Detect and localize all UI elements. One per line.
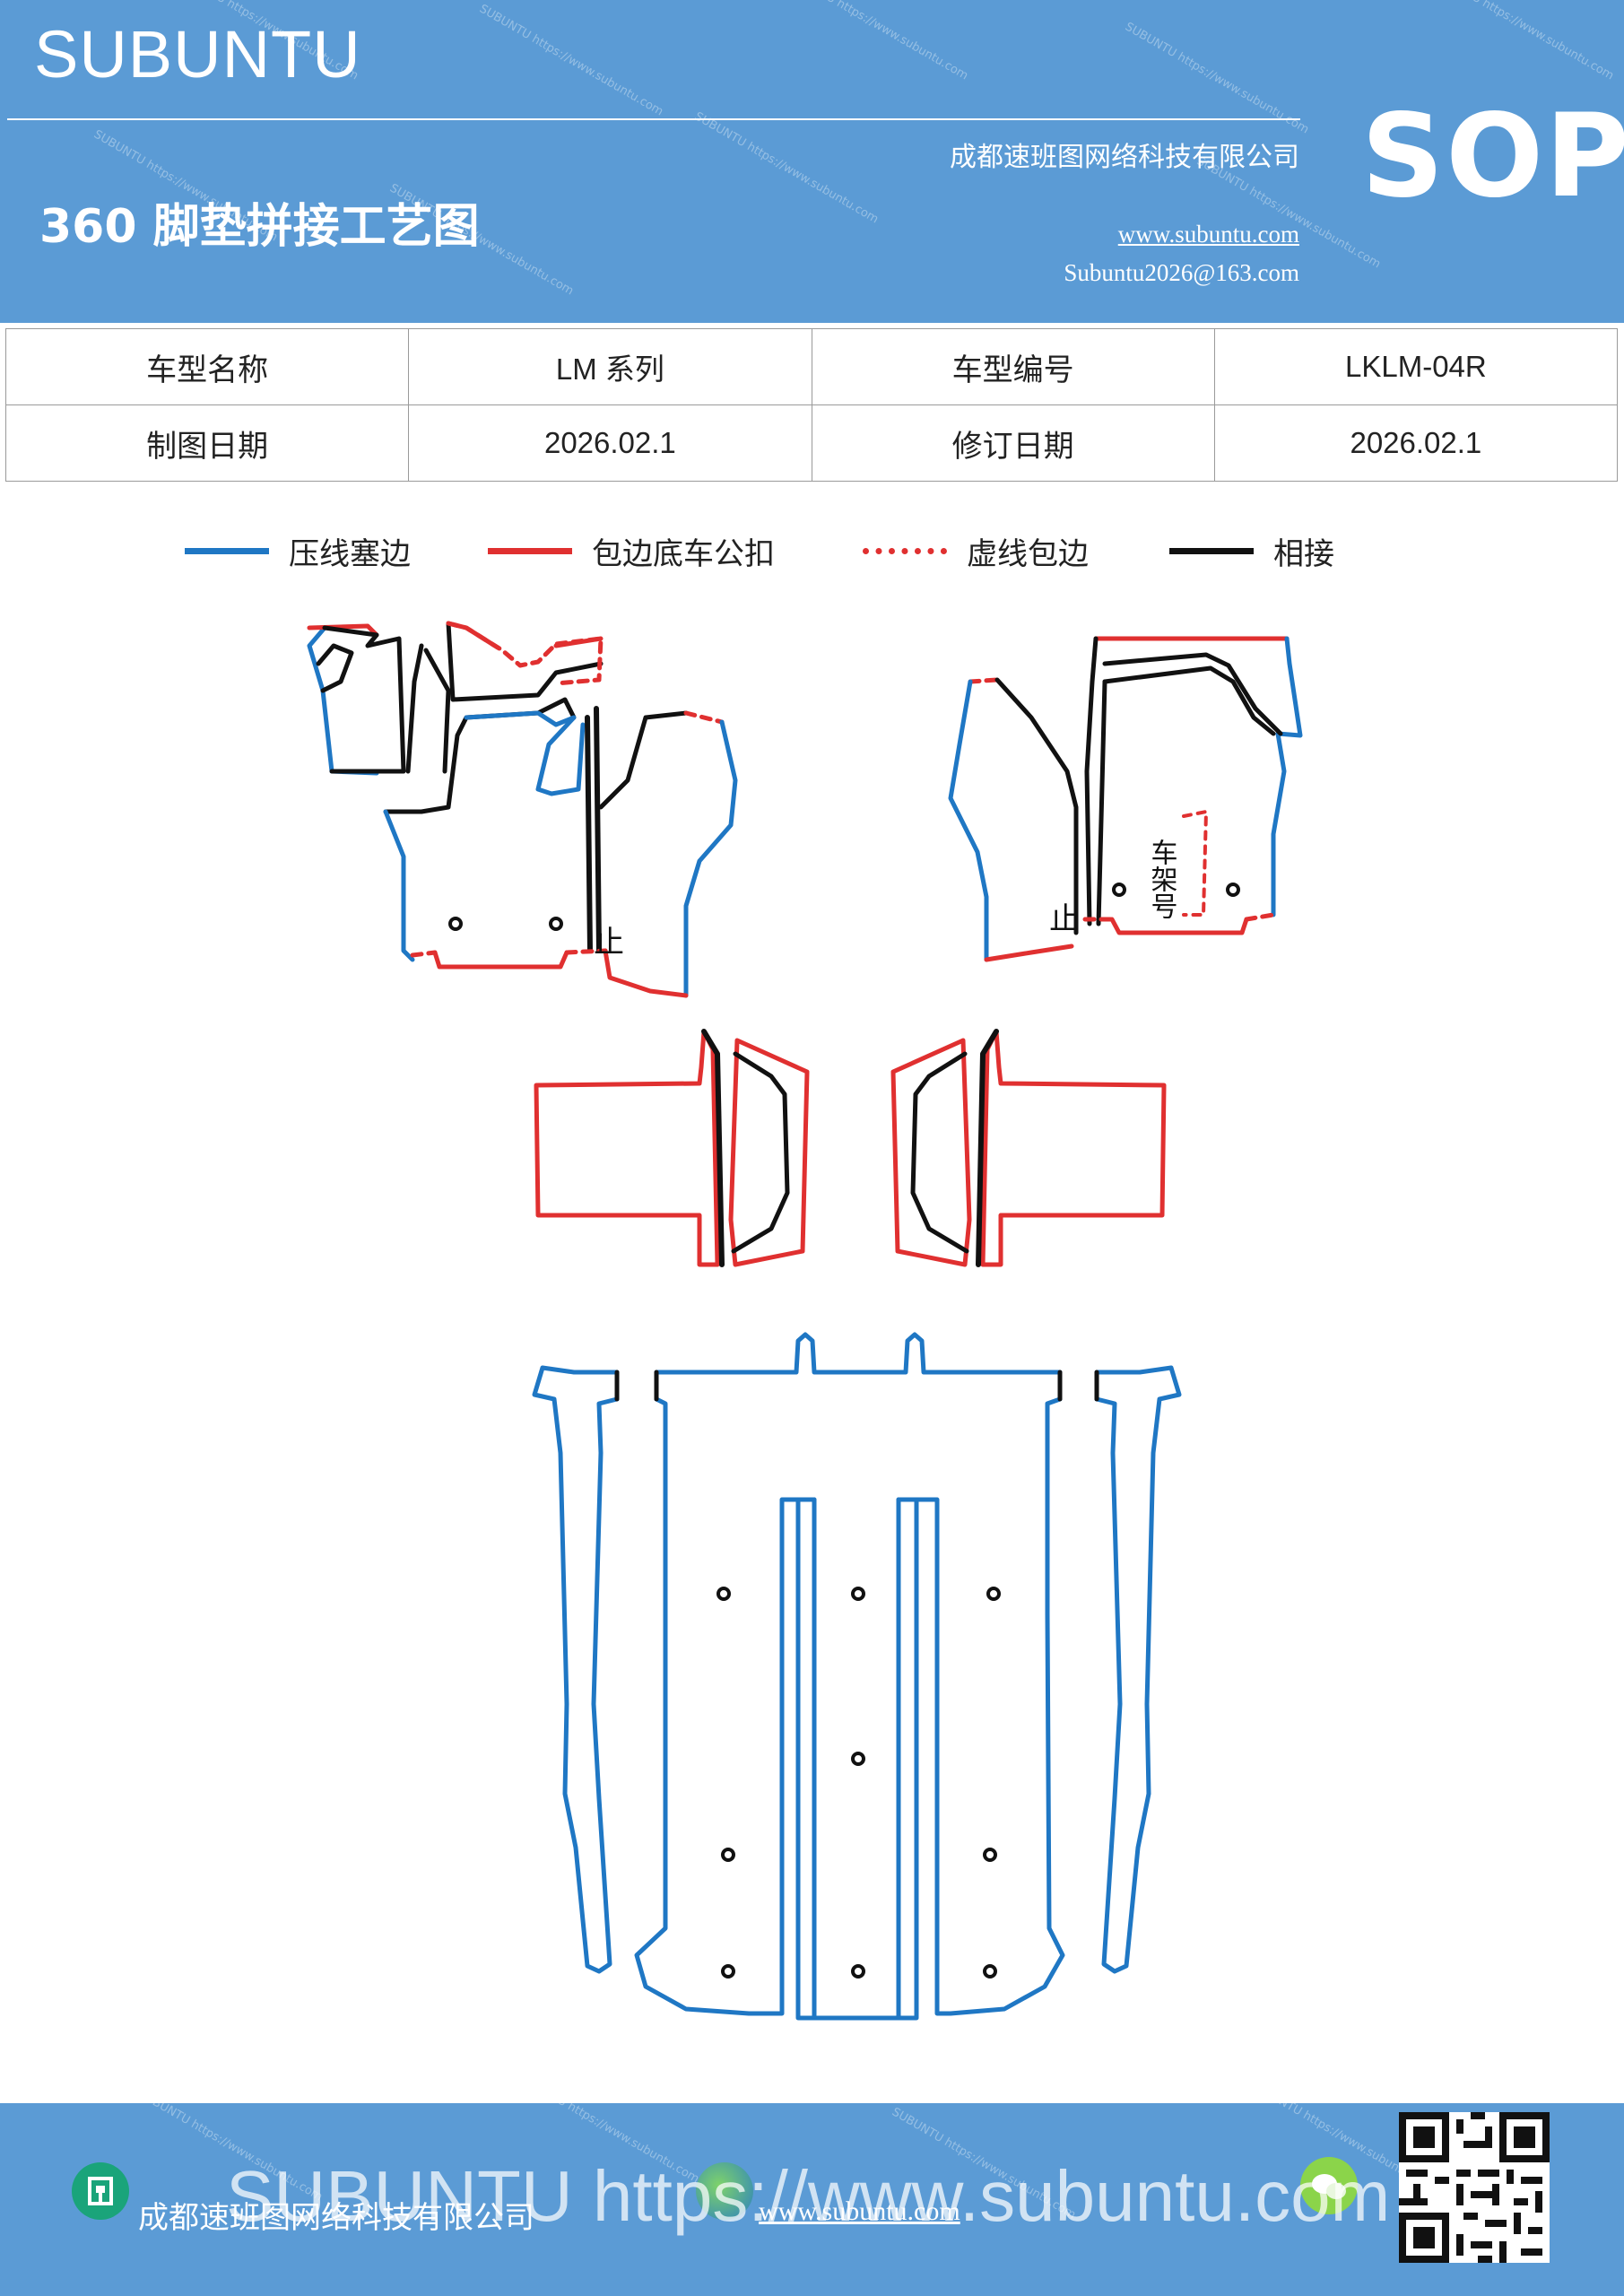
website-link[interactable]: www.subuntu.com — [1117, 221, 1299, 248]
front-left-mat: 止 — [307, 621, 738, 998]
legend-swatch — [863, 547, 947, 554]
watermark: SUBUNTU https://www.subuntu.com — [781, 0, 971, 83]
front-right-mat: 车架号 止 — [948, 636, 1303, 962]
company-name: 成都速班图网络科技有限公司 — [950, 142, 1299, 173]
watermark: SUBUNTU https://www.subuntu.com — [476, 2, 666, 119]
table-cell-value: LKLM-04R — [1213, 328, 1619, 405]
clip-hole — [1112, 883, 1126, 897]
clip-hole — [851, 1752, 865, 1766]
second-row-left-mat — [534, 1029, 810, 1267]
footer-overlay-text: SUBUNTU https://www.subuntu.com — [226, 2156, 1391, 2236]
table-cell-label: 修订日期 — [811, 404, 1215, 482]
header-banner: SUBUNTU https://www.subuntu.com SUBUNTU … — [0, 0, 1624, 323]
legend-swatch — [488, 547, 572, 554]
table-cell-value: LM 系列 — [408, 328, 812, 405]
clip-hole — [716, 1587, 731, 1601]
footer-website-link[interactable]: www.subuntu.com — [759, 2196, 960, 2226]
clip-hole — [721, 1964, 735, 1979]
clip-hole — [549, 917, 563, 931]
clip-hole — [986, 1587, 1001, 1601]
table-cell-label: 车型编号 — [811, 328, 1215, 405]
stop-mark: 止 — [594, 925, 624, 961]
rear-floor-mat — [532, 1332, 1182, 2021]
header-divider — [7, 118, 1300, 120]
email-address: Subuntu2026@163.com — [1064, 259, 1299, 286]
clip-hole — [448, 917, 463, 931]
legend-item-red-dashed: 虚线包边 — [863, 524, 1089, 578]
legend-item-red: 包边底车公扣 — [488, 524, 775, 578]
legend-swatch — [1169, 547, 1254, 554]
legend-label: 相接 — [1273, 535, 1334, 572]
footer-banner: SUBUNTU https://www.subuntu.com SUBUNTU … — [0, 2103, 1624, 2296]
clip-hole — [983, 1848, 997, 1862]
table-cell-label: 车型名称 — [4, 328, 410, 405]
table-cell-value: 2026.02.1 — [1213, 404, 1619, 482]
building-icon — [72, 2162, 129, 2220]
table-row: 制图日期 2026.02.1 修订日期 2026.02.1 — [4, 404, 1619, 482]
clip-hole — [851, 1587, 865, 1601]
table-row: 车型名称 LM 系列 车型编号 LKLM-04R — [4, 328, 1619, 405]
vehicle-info-table: 车型名称 LM 系列 车型编号 LKLM-04R 制图日期 2026.02.1 … — [4, 328, 1619, 482]
watermark: SUBUNTU https://www.subuntu.com — [1427, 0, 1617, 83]
legend-item-blue: 压线塞边 — [185, 524, 411, 578]
sop-badge: SOP — [1361, 90, 1624, 223]
footer-company-name: 成都速班图网络科技有限公司 — [138, 2200, 534, 2236]
wechat-icon — [1300, 2157, 1358, 2214]
clip-hole — [983, 1964, 997, 1979]
legend-label: 压线塞边 — [289, 535, 411, 572]
legend-item-black: 相接 — [1169, 524, 1334, 578]
clip-hole — [851, 1964, 865, 1979]
stop-mark: 止 — [1049, 901, 1080, 937]
clip-hole — [721, 1848, 735, 1862]
qr-code — [1399, 2112, 1550, 2263]
clip-hole — [1226, 883, 1240, 897]
watermark: SUBUNTU https://www.subuntu.com — [691, 109, 881, 227]
brand-name: SUBUNTU — [34, 17, 361, 91]
legend-label: 虚线包边 — [967, 535, 1089, 572]
legend-swatch — [185, 547, 269, 554]
page-title: 360 脚垫拼接工艺图 — [39, 200, 480, 254]
globe-icon — [696, 2162, 753, 2220]
table-cell-value: 2026.02.1 — [408, 404, 812, 482]
second-row-right-mat — [890, 1029, 1167, 1267]
line-legend: 压线塞边 包边底车公扣 虚线包边 相接 — [0, 524, 1624, 578]
floor-mat-diagram: 止 车架号 止 — [307, 621, 1303, 2021]
table-cell-label: 制图日期 — [4, 404, 410, 482]
vin-label: 车架号 — [1146, 839, 1177, 919]
legend-label: 包边底车公扣 — [592, 535, 775, 572]
